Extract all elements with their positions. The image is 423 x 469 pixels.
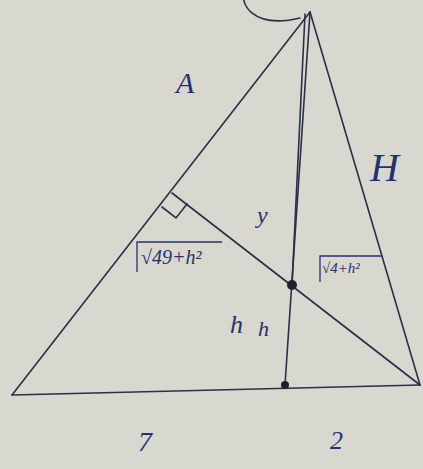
- left-side: [12, 12, 310, 395]
- box-mark: [320, 256, 382, 282]
- segment-label: y: [257, 203, 268, 227]
- base-label: 2: [330, 428, 343, 454]
- base-label: 7: [138, 428, 152, 456]
- base: [12, 385, 420, 395]
- side-label: A: [176, 68, 194, 98]
- length-label: √49+h²: [141, 247, 201, 267]
- arc-mark: [244, 0, 300, 21]
- orthocenter-dot: [287, 280, 297, 290]
- box-mark: [137, 242, 222, 272]
- side-label: H: [370, 148, 399, 188]
- right-angle-mark: [162, 204, 187, 218]
- foot-dot: [281, 381, 289, 389]
- length-label: √4+h²: [322, 261, 360, 276]
- altitude-stroke: [292, 14, 305, 285]
- segment-label: h: [230, 312, 243, 338]
- segment-label: h: [258, 318, 269, 340]
- altitude: [285, 12, 310, 385]
- right-side: [310, 12, 420, 385]
- perpendicular: [172, 193, 420, 385]
